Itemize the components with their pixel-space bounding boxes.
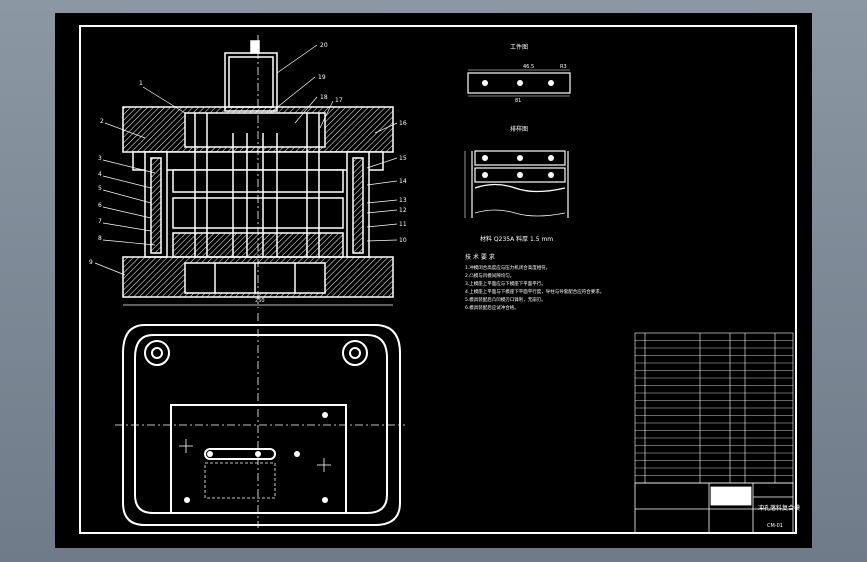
part-number-7: 7 xyxy=(98,218,102,225)
part-number-15: 15 xyxy=(399,155,407,162)
part-number-5: 5 xyxy=(98,185,102,192)
part-number-19: 19 xyxy=(318,74,326,81)
part-number-20: 20 xyxy=(320,42,328,49)
part-number-17: 17 xyxy=(335,97,343,104)
part-number-3: 3 xyxy=(98,155,102,162)
parts-list-rows xyxy=(635,340,793,476)
part-number-16: 16 xyxy=(399,120,407,127)
plan-holes xyxy=(184,412,328,503)
title-block-name: 冲孔落料复合模 xyxy=(758,504,800,512)
leader-lines xyxy=(94,44,398,276)
part-number-10: 10 xyxy=(399,237,407,244)
layout-view xyxy=(464,150,569,218)
crosshair-marks xyxy=(179,439,331,472)
workpiece-title: 工件图 xyxy=(510,43,528,51)
part-number-14: 14 xyxy=(399,178,407,185)
tech-line: 1.冲模闭合高度应与压力机闭合高度相符。 xyxy=(465,264,550,271)
title-block xyxy=(634,482,794,534)
part-number-4: 4 xyxy=(98,171,102,178)
sheet-border xyxy=(79,25,797,534)
workpiece-dims: 46.5 R3 81 xyxy=(515,64,567,104)
tech-line: 4.上模座上平面与下模座下平面平行度，导柱与导套配合应符合要求。 xyxy=(465,288,604,295)
plan-view xyxy=(115,313,405,528)
part-number-1: 1 xyxy=(139,80,143,87)
title-block-code: CM-01 xyxy=(767,523,783,529)
workpiece-dim: 81 xyxy=(515,98,521,104)
part-number-6: 6 xyxy=(98,202,102,209)
tech-line: 5.模具装配后凸凹模刃口锋利，无崩刃。 xyxy=(465,296,546,303)
part-number-11: 11 xyxy=(399,221,407,228)
workpiece-view xyxy=(467,69,571,97)
workpiece-dim: R3 xyxy=(560,64,567,70)
tech-line: 3.上模座上平面应与下模座下平面平行。 xyxy=(465,280,546,287)
tech-line: 6.模具装配后应试冲合格。 xyxy=(465,304,519,311)
section-view xyxy=(122,35,394,308)
layout-title: 排样图 xyxy=(510,125,528,133)
part-number-18: 18 xyxy=(320,94,328,101)
part-number-2: 2 xyxy=(100,118,104,125)
tech-lines: 1.冲模闭合高度应与压力机闭合高度相符。 2.凸模与凹模间隙均匀。 3.上模座上… xyxy=(465,264,604,311)
part-number-8: 8 xyxy=(98,235,102,242)
drawing-canvas: 1 2 3 4 5 6 7 8 9 20 19 18 17 16 15 14 1… xyxy=(55,13,812,548)
tech-title: 技 术 要 求 xyxy=(465,253,495,261)
layout-holes xyxy=(482,155,554,178)
part-number-12: 12 xyxy=(399,207,407,214)
part-number-9: 9 xyxy=(89,259,93,266)
part-number-labels: 1 2 3 4 5 6 7 8 9 20 19 18 17 16 15 14 1… xyxy=(89,42,407,266)
tech-line: 2.凸模与凹模间隙均匀。 xyxy=(465,272,514,279)
base-width-dim: 250 xyxy=(255,298,265,304)
material-note: 材料 Q235A 料厚 1.5 mm xyxy=(480,235,553,243)
part-number-13: 13 xyxy=(399,197,407,204)
workpiece-holes xyxy=(482,80,554,86)
workpiece-dim: 46.5 xyxy=(523,64,534,70)
